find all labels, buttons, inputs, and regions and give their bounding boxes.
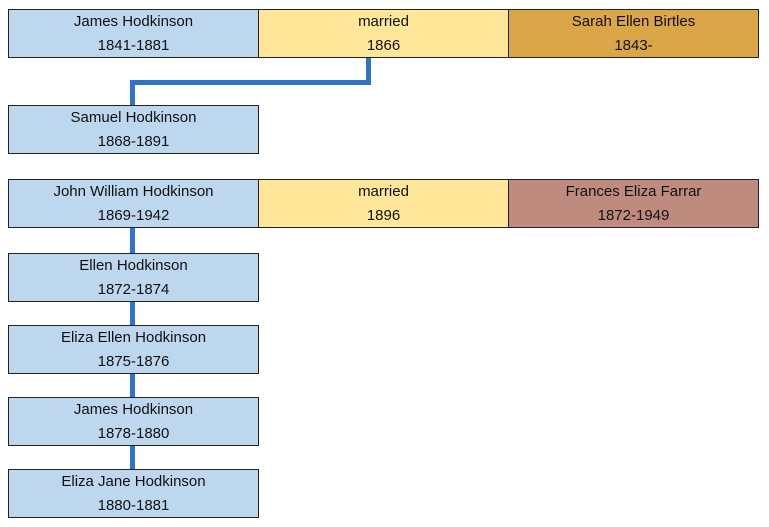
child-box: John William Hodkinson 1869-1942 [8,179,259,228]
spouse-box: Frances Eliza Farrar 1872-1949 [508,179,759,228]
spouse-name: Frances Eliza Farrar [565,182,702,200]
child-name: John William Hodkinson [53,182,214,200]
child-dates: 1878-1880 [97,424,170,442]
marriage-drop-connector [366,57,371,85]
child-name: Samuel Hodkinson [70,108,197,126]
marriage-year: 1896 [366,206,401,224]
mother-dates: 1843- [614,36,653,54]
child-name: Eliza Jane Hodkinson [61,472,206,490]
father-dates: 1841-1881 [97,36,170,54]
father-box: James Hodkinson 1841-1881 [8,9,259,58]
spouse-dates: 1872-1949 [597,206,670,224]
marriage-horizontal-connector [130,80,371,85]
child-dates: 1880-1881 [97,496,170,514]
mother-name: Sarah Ellen Birtles [571,12,696,30]
child-name: Eliza Ellen Hodkinson [60,328,207,346]
child-dates: 1869-1942 [97,206,170,224]
child-box: Eliza Jane Hodkinson 1880-1881 [8,469,259,518]
child-drop-connector [130,80,135,106]
child-name: Ellen Hodkinson [79,256,188,274]
child-box: Ellen Hodkinson 1872-1874 [8,253,259,302]
child-dates: 1868-1891 [97,132,170,150]
child-name: James Hodkinson [73,400,194,418]
child-box: Samuel Hodkinson 1868-1891 [8,105,259,154]
marriage-box: married 1866 [258,9,509,58]
child-box: Eliza Ellen Hodkinson 1875-1876 [8,325,259,374]
mother-box: Sarah Ellen Birtles 1843- [508,9,759,58]
child-dates: 1875-1876 [97,352,170,370]
child-box: James Hodkinson 1878-1880 [8,397,259,446]
marriage-box: married 1896 [258,179,509,228]
marriage-label: married [358,12,409,30]
marriage-label: married [358,182,409,200]
father-name: James Hodkinson [73,12,194,30]
child-dates: 1872-1874 [97,280,170,298]
marriage-year: 1866 [366,36,401,54]
